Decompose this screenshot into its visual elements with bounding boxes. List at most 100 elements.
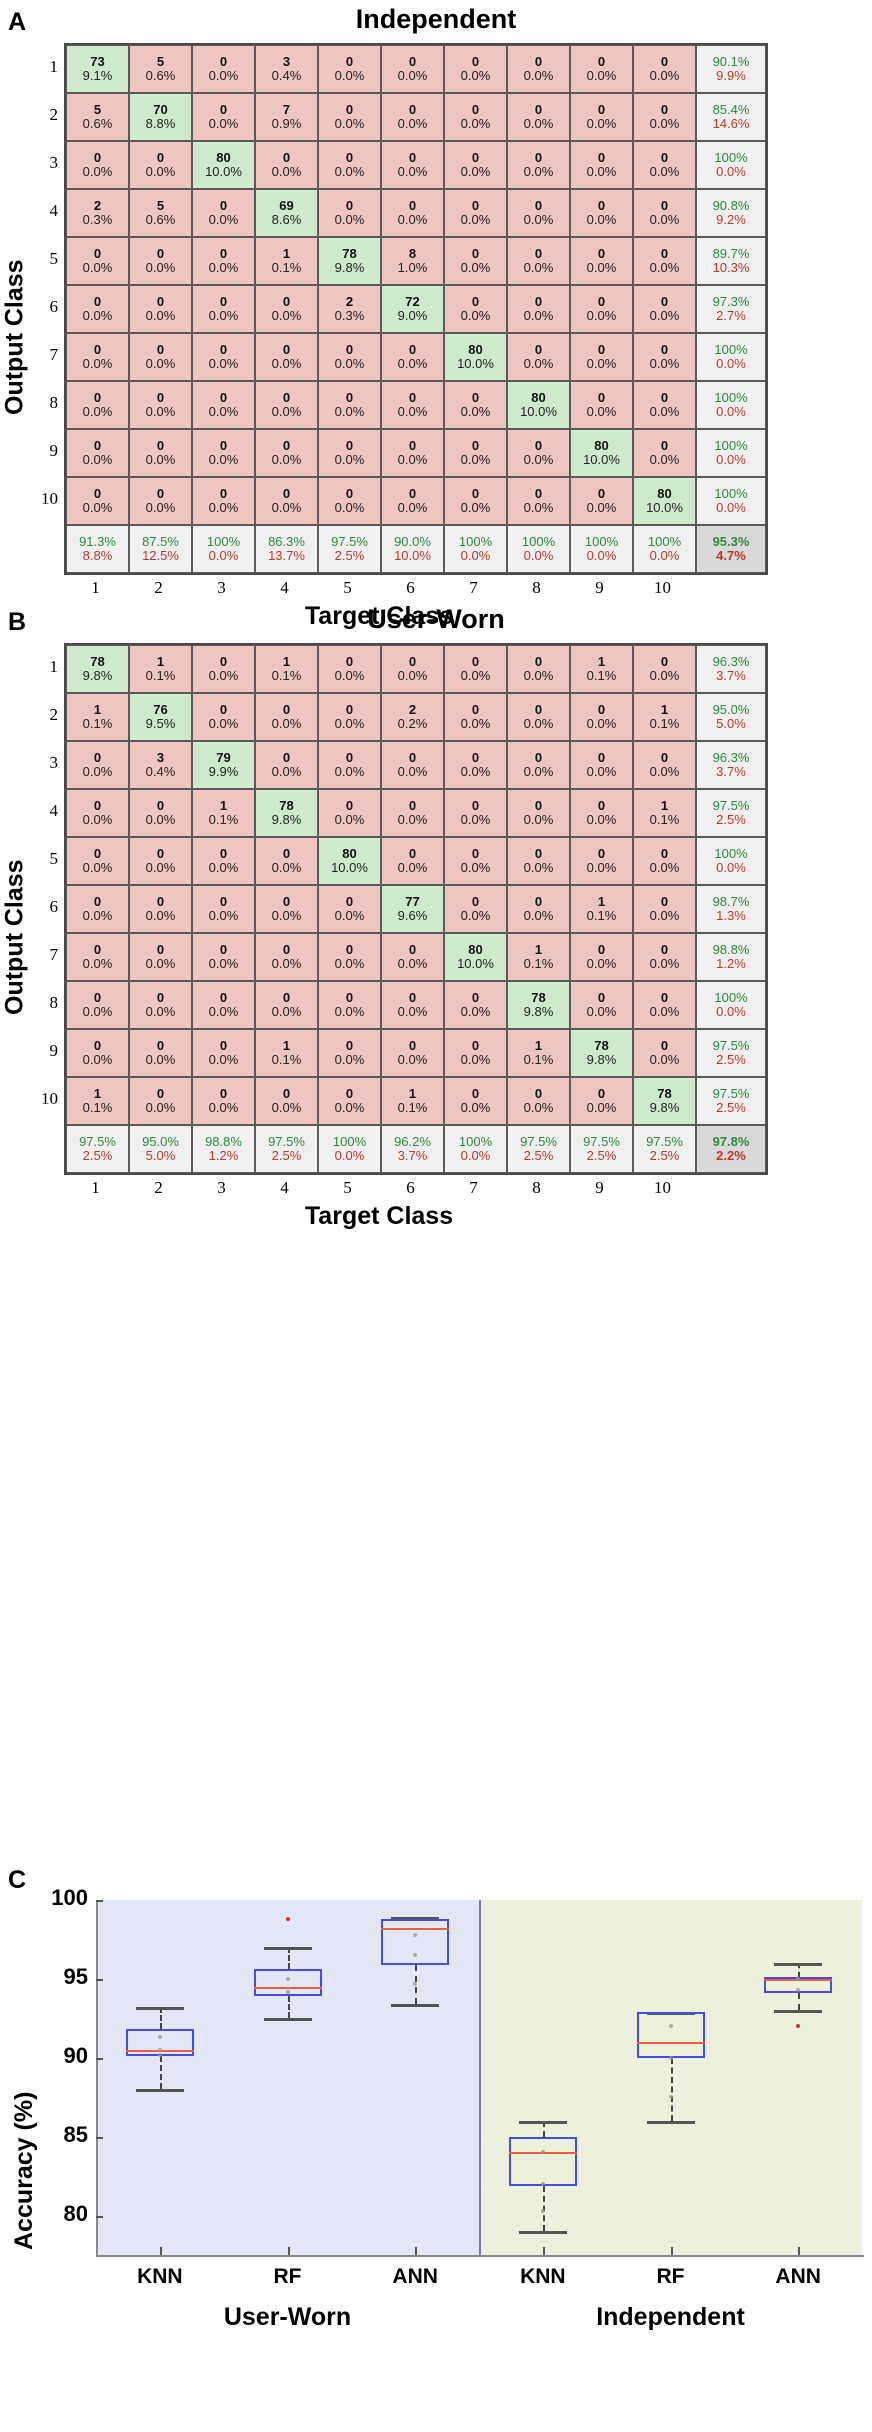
data-point bbox=[540, 2150, 545, 2155]
column-header-3: 3 bbox=[217, 578, 226, 597]
data-point bbox=[285, 1976, 290, 1981]
column-header-6: 6 bbox=[406, 578, 415, 597]
column-recall-cell: 100%0.0% bbox=[318, 1125, 381, 1173]
data-point bbox=[668, 2024, 673, 2029]
column-header-4: 4 bbox=[280, 1178, 289, 1197]
column-recall-cell: 97.5%2.5% bbox=[255, 1125, 318, 1173]
column-header-10: 10 bbox=[654, 578, 671, 597]
x-tick-label-knn: KNN bbox=[520, 2265, 566, 2288]
data-point bbox=[413, 1932, 418, 1937]
row-header-6: 6 bbox=[49, 897, 59, 916]
column-header-5: 5 bbox=[343, 1178, 352, 1197]
row-precision-cell: 100%0.0% bbox=[696, 981, 766, 1029]
column-header-1: 1 bbox=[91, 1178, 100, 1197]
group-label-user-worn: User-Worn bbox=[223, 2303, 352, 2331]
row-precision-cell: 90.1%9.9% bbox=[696, 45, 766, 93]
column-recall-cell: 91.3%8.8% bbox=[66, 525, 129, 573]
x-tick-mark bbox=[287, 2247, 290, 2255]
cap-upper bbox=[135, 2007, 184, 2011]
data-point bbox=[413, 1981, 418, 1986]
x-tick-label-ann: ANN bbox=[392, 2265, 438, 2288]
whisker-upper bbox=[287, 1947, 290, 1970]
panel-a-x-axis-label: Target Class bbox=[304, 602, 454, 630]
row-header-5: 5 bbox=[49, 849, 59, 868]
row-header-8: 8 bbox=[49, 393, 59, 412]
x-tick-label-rf: RF bbox=[273, 2265, 302, 2288]
y-tick-mark bbox=[96, 2136, 103, 2139]
cap-lower bbox=[646, 2120, 695, 2124]
column-recall-cell: 100%0.0% bbox=[633, 525, 696, 573]
column-recall-cell: 90.0%10.0% bbox=[381, 525, 444, 573]
y-tick-label: 90 bbox=[63, 2042, 88, 2068]
data-point bbox=[413, 1953, 418, 1958]
cap-upper bbox=[774, 1963, 823, 1967]
whisker-lower bbox=[287, 1996, 290, 2019]
column-recall-cell: 97.5%2.5% bbox=[507, 1125, 570, 1173]
column-header-summary bbox=[694, 1175, 764, 1198]
y-tick-mark bbox=[96, 2215, 103, 2218]
column-recall-cell: 100%0.0% bbox=[444, 1125, 507, 1173]
row-header-2: 2 bbox=[49, 705, 59, 724]
y-tick-label: 95 bbox=[63, 1963, 88, 1989]
column-header-7: 7 bbox=[469, 1178, 478, 1197]
overall-accuracy-cell: 95.3%4.7% bbox=[696, 525, 766, 573]
column-recall-cell: 97.5%2.5% bbox=[570, 1125, 633, 1173]
row-header-5: 5 bbox=[49, 249, 59, 268]
matrix-summary-row: 91.3%8.8%87.5%12.5%100%0.0%86.3%13.7%97.… bbox=[66, 525, 766, 573]
